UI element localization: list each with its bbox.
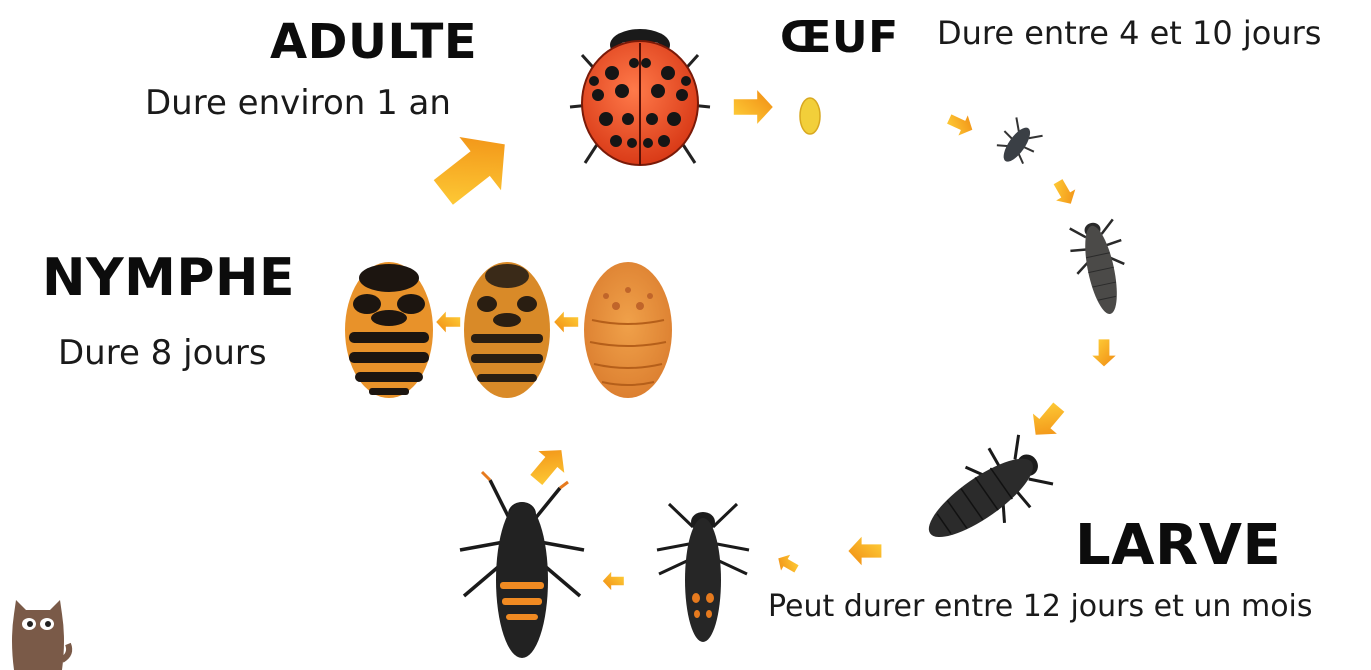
arrow-icon	[734, 90, 773, 124]
stage-title-larve: LARVE	[1075, 518, 1281, 574]
pupa-icon	[464, 262, 550, 398]
stage-duration-oeuf: Dure entre 4 et 10 jours	[937, 17, 1321, 49]
larva-icon	[991, 116, 1045, 171]
pupa-icon	[584, 262, 672, 398]
larva-icon	[1066, 218, 1136, 320]
stage-duration-larve: Peut durer entre 12 jours et un mois	[768, 592, 1313, 622]
stage-title-nymphe: NYMPHE	[42, 252, 295, 304]
arrow-icon	[423, 118, 526, 219]
arrow-icon	[848, 537, 881, 566]
stage-title-adulte: ADULTE	[270, 18, 477, 66]
stage-duration-adulte: Dure environ 1 an	[145, 86, 451, 120]
arrow-icon	[774, 551, 801, 577]
larva-icon	[657, 504, 749, 642]
larva-icon	[460, 472, 584, 658]
larva-icon	[909, 430, 1056, 563]
stage-duration-nymphe: Dure 8 jours	[58, 336, 267, 370]
arrow-icon	[1024, 397, 1071, 445]
arrow-icon	[436, 312, 460, 333]
arrow-icon	[945, 109, 977, 140]
pupa-icon	[345, 262, 433, 398]
arrow-icon	[554, 312, 578, 333]
arrow-icon	[603, 572, 624, 590]
stage-title-oeuf: ŒUF	[780, 16, 899, 60]
ladybug-icon	[570, 29, 710, 165]
arrow-icon	[1048, 176, 1080, 209]
arrow-icon	[1092, 339, 1115, 366]
cat-mascot-icon	[12, 600, 69, 670]
egg-icon	[800, 98, 820, 134]
